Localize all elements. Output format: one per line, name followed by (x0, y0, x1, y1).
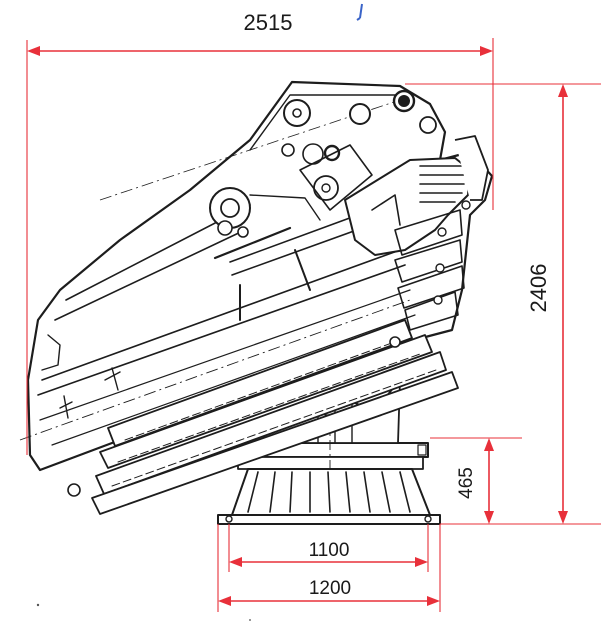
crane-drawing (19, 80, 494, 525)
crane-boom-head (344, 135, 489, 348)
overall-height-label: 2406 (526, 264, 551, 313)
overall-width-label: 2515 (244, 10, 293, 35)
base-outer-width-label: 1200 (309, 578, 351, 599)
base-height-label: 465 (456, 467, 477, 499)
crane-base (217, 442, 441, 525)
base-inner-width-label: 1100 (309, 540, 350, 561)
scan-dot (249, 619, 251, 621)
dimension-base-outer-width: 1200 (217, 524, 441, 612)
dimension-overall-height: 2406 (405, 83, 601, 525)
crane-telescopic-sections (59, 319, 459, 515)
dimension-base-height: 465 (430, 437, 522, 524)
crane-knuckle (209, 89, 437, 238)
scan-dot (36, 603, 40, 607)
pen-mark (356, 3, 363, 21)
dimension-overall-width: 2515 (26, 10, 494, 455)
dimension-base-inner-width: 1100 (228, 524, 429, 572)
